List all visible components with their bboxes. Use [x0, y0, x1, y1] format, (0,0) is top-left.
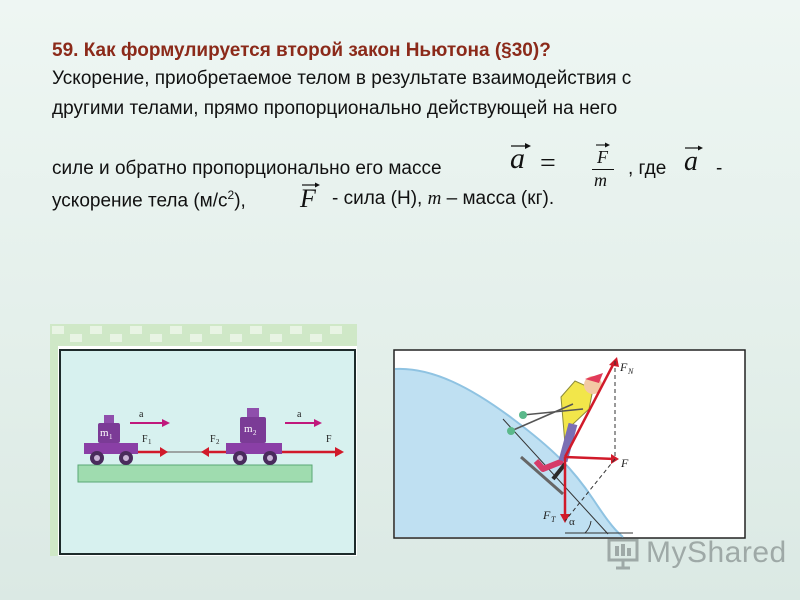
text-line-4-c: - сила (Н),: [332, 188, 423, 209]
text-line-4: ускорение тела (м/с2),: [52, 188, 246, 212]
text-line-3-start: силе и обратно пропорционально его массе: [52, 158, 442, 179]
ground: [77, 464, 313, 483]
stripe-pattern: [52, 326, 342, 342]
formula-a-vector-arrow: [511, 143, 531, 149]
mass-2-sub: 2: [253, 429, 257, 437]
force-N-arrow: [563, 357, 619, 458]
mass-2-label: m: [244, 423, 253, 435]
dash: -: [716, 158, 723, 179]
mass-1-sub: 1: [109, 433, 113, 441]
watermark-text: MyShared: [646, 536, 787, 569]
ski: [520, 455, 564, 496]
text-line-4-d: – масса (кг).: [446, 188, 555, 209]
force-3-label: F: [326, 434, 332, 445]
force-arrow-3: [282, 447, 344, 457]
text-line-4-rest: - сила (Н), m – масса (кг).: [332, 188, 554, 210]
fn-sub: N: [627, 367, 634, 376]
weight-1: [98, 423, 120, 443]
presentation-icon: [607, 538, 639, 570]
skier-pants: [558, 422, 578, 463]
formula-denominator: m: [594, 170, 607, 190]
force-arrow-2: [201, 447, 226, 457]
weight-1-handle: [104, 415, 114, 423]
force-2-label: F: [210, 434, 216, 445]
text-line-4-m: m: [427, 188, 442, 209]
force-1-label: F: [142, 434, 148, 445]
ski-pole-1: [510, 403, 574, 432]
fn-label: F: [619, 360, 628, 374]
skier-hat: [585, 373, 603, 383]
text-line-3-end: , где: [628, 158, 667, 179]
text-line-4-sup: 2: [227, 188, 235, 202]
slide-title: 59. Как формулируется второй закон Ньюто…: [52, 40, 551, 61]
formula-F-vector-arrow: [596, 142, 610, 148]
cart-2-platform: [226, 443, 282, 454]
ski-pole-2: [522, 408, 584, 416]
skier-figure: α F N: [393, 349, 746, 539]
force-arrow-1: [138, 447, 168, 457]
dashed-guide-2: [564, 458, 616, 522]
acc-1-label: a: [139, 409, 144, 420]
weight-2-handle: [247, 408, 259, 417]
text-line-4-a: ускорение тела (м/с: [52, 190, 228, 212]
carts-figure: m 1 m 2 a a F 1: [50, 324, 357, 556]
force-1-sub: 1: [148, 438, 152, 446]
cart-1: m 1: [84, 415, 138, 465]
cart-1-platform: [84, 443, 138, 454]
text-line-3: силе и обратно пропорционально его массе: [52, 158, 442, 180]
formula-a: a: [510, 142, 525, 175]
text-line-2: другими телами, прямо пропорционально де…: [52, 98, 618, 119]
weight-2: [240, 417, 266, 443]
figure-stripe-left: [50, 346, 58, 556]
var-F: F: [300, 184, 316, 213]
angle-arc: [584, 520, 592, 534]
acc-arrow-1: [130, 419, 170, 427]
formula-equals: =: [540, 148, 556, 179]
var-a: a: [684, 146, 698, 177]
ft-sub: T: [551, 515, 556, 524]
formula-fraction-bar: [592, 169, 614, 170]
ft-label: F: [542, 508, 551, 522]
acc-2-label: a: [297, 409, 302, 420]
force-2-sub: 2: [216, 438, 220, 446]
force-T-arrow: [560, 457, 570, 523]
var-F-vector-arrow: [302, 182, 320, 188]
text-line-4-b: ),: [234, 190, 246, 212]
mass-1-label: m: [100, 427, 109, 439]
text-line-1: Ускорение, приобретаемое телом в результ…: [52, 68, 632, 89]
f-label: F: [620, 456, 629, 470]
acc-arrow-2: [285, 419, 322, 427]
skier-legs: [533, 458, 565, 472]
alpha-label: α: [569, 516, 575, 528]
formula-numerator: F: [597, 147, 608, 167]
var-a-vector-arrow: [685, 145, 703, 151]
cart-2: m 2: [226, 408, 282, 465]
watermark-logo: MyShared: [606, 536, 787, 570]
